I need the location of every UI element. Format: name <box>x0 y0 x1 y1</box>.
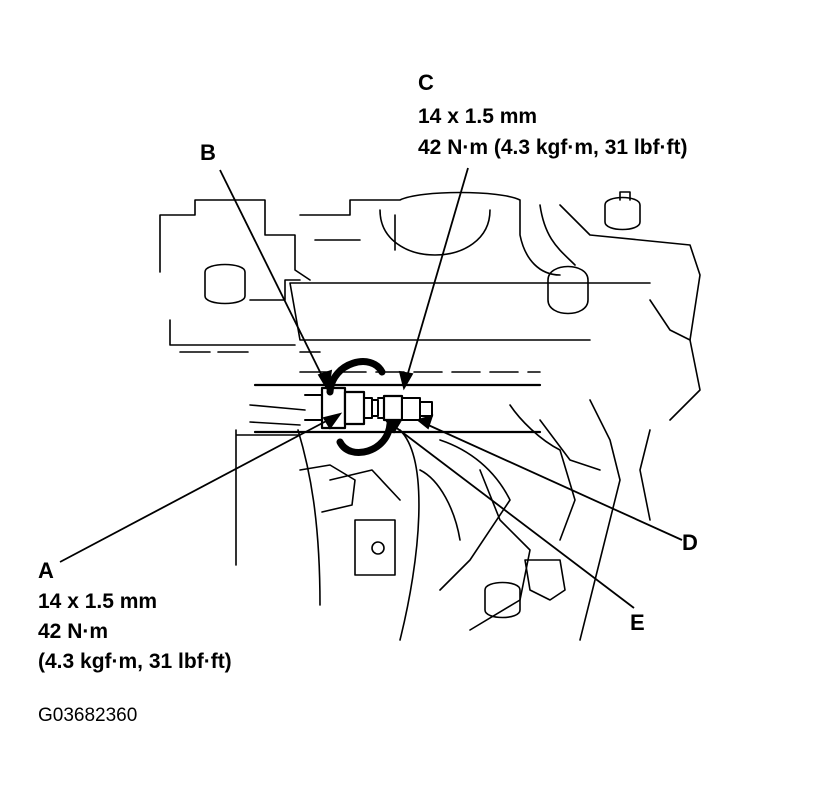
callout-a-size: 14 x 1.5 mm <box>38 590 158 613</box>
callout-c-label: C <box>418 70 434 95</box>
rotation-arrow-bottom <box>336 420 394 456</box>
housing-flange <box>204 263 246 305</box>
fitting-hex-left <box>343 390 366 426</box>
rotation-arrow-top <box>326 358 386 396</box>
callout-c-size: 14 x 1.5 mm <box>418 105 538 128</box>
callout-a-torque-nm: 42 N·m <box>38 620 109 643</box>
leader-arrowhead-b <box>317 369 333 393</box>
callout-a-torque-alt: (4.3 kgf·m, 31 lbf·ft) <box>38 650 232 673</box>
leader-arrowhead-a <box>322 412 343 430</box>
figure-code: G03682360 <box>38 705 138 726</box>
callout-b-label: B <box>200 140 216 165</box>
upper-cover <box>299 191 561 276</box>
callout-e-label: E <box>630 610 645 635</box>
boss-right <box>604 196 641 231</box>
lower-boss <box>484 581 521 619</box>
housing-step <box>169 279 301 346</box>
callout-c-torque: 42 N·m (4.3 kgf·m, 31 lbf·ft) <box>418 136 688 159</box>
fitting-hex-right <box>382 394 404 422</box>
callout-a-label: A <box>38 558 54 583</box>
leader-arrowhead-e <box>384 418 402 434</box>
leader-arrowhead-c <box>398 370 414 391</box>
leader-arrowhead-d <box>416 414 434 430</box>
boss-center <box>547 265 589 315</box>
callout-d-label: D <box>682 530 698 555</box>
housing-outline-left <box>159 199 311 281</box>
